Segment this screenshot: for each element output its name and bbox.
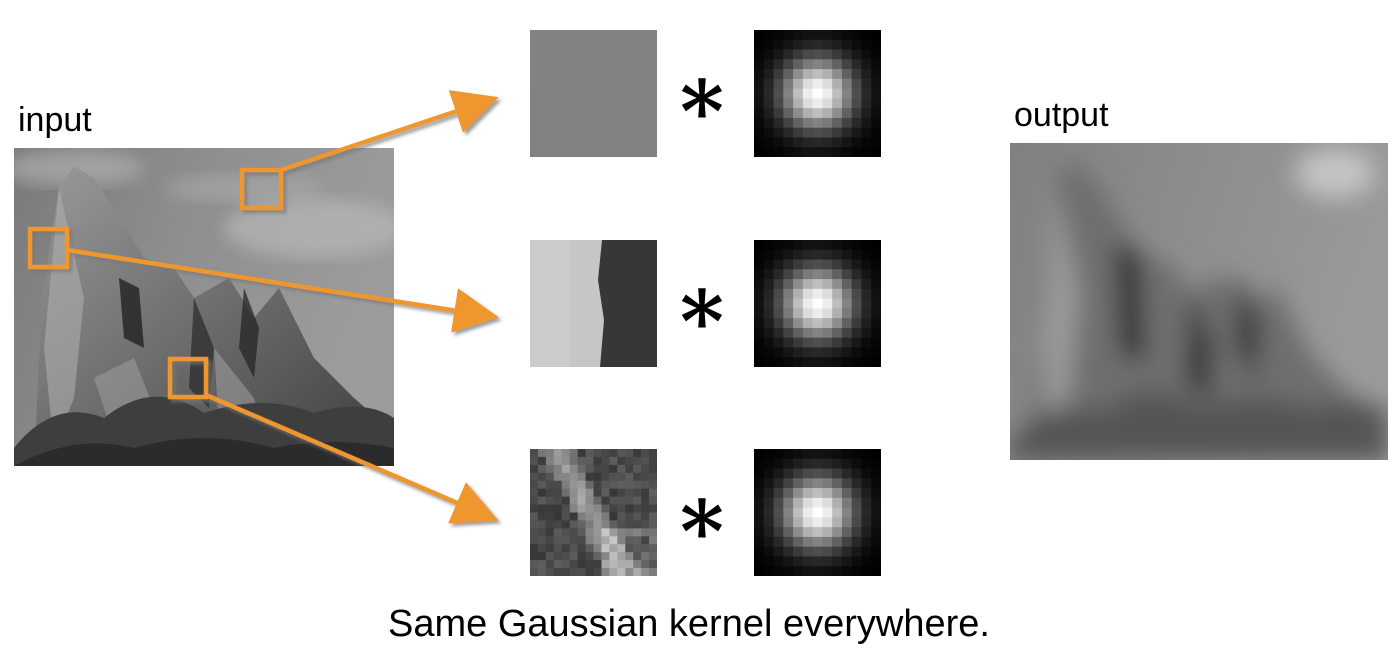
patch-foliage: [530, 449, 657, 576]
output-image: [1010, 143, 1388, 460]
arrow-sky: [280, 90, 499, 173]
output-label: output: [1014, 96, 1109, 134]
highlight-box-edge: [27, 226, 70, 270]
caption: Same Gaussian kernel everywhere.: [388, 603, 990, 645]
gaussian-kernel: [754, 240, 881, 367]
gaussian-kernel: [754, 30, 881, 157]
highlight-box-sky: [239, 167, 284, 211]
gaussian-kernel: [754, 449, 881, 576]
arrow-foliage: [205, 392, 499, 524]
input-image: [14, 148, 394, 466]
highlight-box-foliage: [167, 356, 209, 400]
convolution-operator: *: [680, 272, 724, 371]
convolution-operator: *: [680, 62, 724, 161]
convolution-operator: *: [680, 482, 724, 581]
arrow-edge: [66, 247, 499, 333]
patch-sky: [530, 30, 657, 157]
patch-rock-edge: [530, 240, 657, 367]
input-label: input: [18, 101, 92, 139]
